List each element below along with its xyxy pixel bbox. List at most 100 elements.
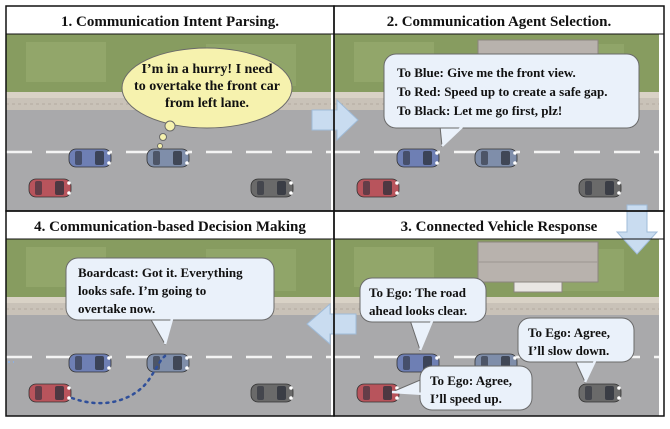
thought-dot bbox=[164, 120, 176, 132]
car-headlight bbox=[395, 191, 399, 195]
car-blue bbox=[396, 148, 440, 168]
bubble-text-line: Boardcast: Got it. Everything bbox=[78, 265, 243, 280]
bubble-text-line: I’ll slow down. bbox=[528, 343, 609, 358]
car-rear-window bbox=[257, 386, 264, 400]
panel-border bbox=[5, 210, 335, 417]
car-ego bbox=[474, 148, 518, 168]
car-headlight bbox=[395, 396, 399, 400]
car-headlight bbox=[185, 356, 189, 360]
arrow-shape bbox=[306, 302, 357, 346]
car-headlight bbox=[435, 356, 439, 360]
bubble-text-line: To Black: Let me go first, plz! bbox=[397, 103, 562, 118]
house-panel-3 bbox=[477, 241, 599, 293]
arrow-left bbox=[306, 302, 357, 346]
car-headlight bbox=[107, 161, 111, 165]
car-headlight bbox=[185, 151, 189, 155]
bubble-text-line: To Ego: Agree, bbox=[528, 325, 610, 340]
car-windshield bbox=[501, 151, 510, 165]
bubble-body bbox=[419, 365, 533, 411]
car-headlight bbox=[395, 181, 399, 185]
bubble-text-line: To Blue: Give me the front view. bbox=[397, 65, 576, 80]
car-rear-window bbox=[35, 386, 42, 400]
car-rear-window bbox=[585, 386, 592, 400]
speech-bubble-red: To Ego: Agree,I’ll speed up. bbox=[391, 365, 533, 411]
car-ego bbox=[146, 353, 190, 373]
planned-path bbox=[70, 354, 167, 405]
bubble-seam bbox=[441, 126, 463, 147]
car-headlight bbox=[107, 151, 111, 155]
speech-bubble-black: To Ego: Agree, I’ll slow down. bbox=[517, 317, 635, 384]
car-headlight bbox=[289, 191, 293, 195]
car-windshield bbox=[423, 151, 432, 165]
panel-title-bar bbox=[6, 211, 334, 239]
car-rear-window bbox=[35, 181, 42, 195]
car-rear-window bbox=[153, 151, 160, 165]
panel-2: 2. Communication Agent Selection. bbox=[332, 6, 664, 213]
bubble-text-line: ahead looks clear. bbox=[369, 303, 467, 318]
car-red bbox=[356, 383, 400, 403]
car-headlight bbox=[617, 181, 621, 185]
car-ego bbox=[146, 148, 190, 168]
bubble-seam bbox=[163, 318, 174, 345]
car-windshield bbox=[383, 181, 392, 195]
car-headlight bbox=[289, 181, 293, 185]
arrow-down bbox=[615, 204, 659, 255]
bubble-text-line: from left lane. bbox=[165, 96, 249, 111]
car-red bbox=[28, 383, 72, 403]
car-blue bbox=[68, 353, 112, 373]
bubble-text-line: overtake now. bbox=[78, 301, 155, 316]
car-black bbox=[250, 178, 294, 198]
thought-cloud bbox=[121, 47, 293, 129]
speech-bubble-agents: To Blue: Give me the front view.To Red: … bbox=[383, 53, 640, 148]
bubble-body bbox=[383, 53, 640, 129]
car-headlight bbox=[513, 151, 517, 155]
car-red bbox=[356, 178, 400, 198]
car-headlight bbox=[107, 366, 111, 370]
car-headlight bbox=[67, 191, 71, 195]
car-headlight bbox=[617, 396, 621, 400]
car-red bbox=[28, 178, 72, 198]
car-black bbox=[250, 383, 294, 403]
car-headlight bbox=[107, 356, 111, 360]
car-rear-window bbox=[585, 181, 592, 195]
panel-3: 3. Connected Vehicle Response bbox=[332, 211, 664, 418]
car-headlight bbox=[185, 366, 189, 370]
car-rear-window bbox=[75, 356, 82, 370]
car-rear-window bbox=[363, 386, 370, 400]
car-windshield bbox=[383, 386, 392, 400]
car-headlight bbox=[617, 191, 621, 195]
car-headlight bbox=[435, 161, 439, 165]
car-headlight bbox=[67, 396, 71, 400]
panel-title-bar bbox=[6, 6, 334, 34]
car-rear-window bbox=[403, 356, 410, 370]
car-windshield bbox=[95, 356, 104, 370]
car-black bbox=[578, 178, 622, 198]
thought-dot bbox=[159, 133, 167, 141]
car-headlight bbox=[289, 386, 293, 390]
car-windshield bbox=[277, 386, 286, 400]
car-windshield bbox=[173, 356, 182, 370]
bubble-body bbox=[65, 257, 275, 321]
bubble-text-line: To Ego: Agree, bbox=[430, 373, 512, 388]
panel-title-bar bbox=[334, 6, 664, 34]
bubble-seam bbox=[418, 320, 434, 351]
car-rear-window bbox=[481, 151, 488, 165]
car-headlight bbox=[67, 181, 71, 185]
car-headlight bbox=[395, 386, 399, 390]
panel-1: 1. Communication Intent Parsing. bbox=[4, 6, 334, 213]
car-windshield bbox=[95, 151, 104, 165]
car-windshield bbox=[605, 181, 614, 195]
panel-title: 2. Communication Agent Selection. bbox=[387, 14, 612, 30]
bubble-body bbox=[359, 277, 487, 323]
bubble-text-line: looks safe. I’m going to bbox=[78, 283, 206, 298]
car-headlight bbox=[289, 396, 293, 400]
house-front bbox=[513, 281, 563, 293]
car-black bbox=[578, 383, 622, 403]
panel-4: 4. Communication-based Decision Making bbox=[4, 211, 334, 418]
car-headlight bbox=[513, 356, 517, 360]
arrow-shape bbox=[311, 98, 359, 142]
car-rear-window bbox=[403, 151, 410, 165]
